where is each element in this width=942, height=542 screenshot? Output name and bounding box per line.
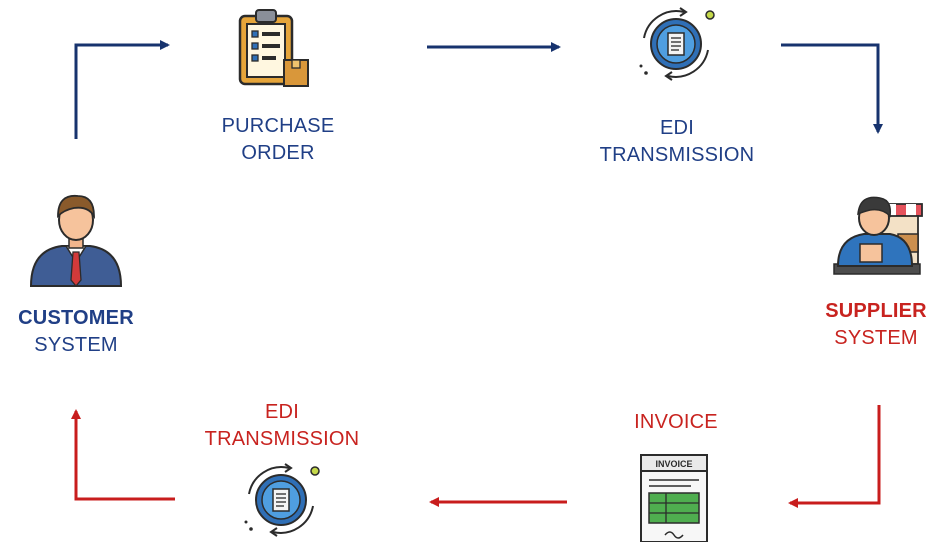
arrow-edi-to-customer — [71, 409, 175, 501]
clipboard-checklist-icon — [238, 9, 309, 87]
purchase-order-label: PURCHASE ORDER — [197, 113, 359, 167]
document-exchange-icon — [244, 463, 320, 537]
purchase-order-line2: ORDER — [241, 142, 315, 164]
edi-top-line2: TRANSMISSION — [599, 144, 755, 166]
arrow-supplier-to-invoice — [788, 405, 881, 508]
invoice-document-icon: INVOICE — [640, 454, 708, 542]
invoice-label-text: INVOICE — [634, 411, 718, 433]
invoice-label: INVOICE — [598, 409, 754, 436]
edi-bottom-label: EDI TRANSMISSION — [180, 399, 384, 453]
purchase-order-line1: PURCHASE — [221, 115, 335, 137]
customer-line2: SYSTEM — [34, 334, 118, 356]
supplier-line2: SYSTEM — [834, 327, 918, 349]
customer-line1: CUSTOMER — [18, 307, 134, 329]
businessman-icon — [29, 194, 123, 288]
shop-seller-icon — [833, 196, 923, 275]
invoice-doc-header: INVOICE — [655, 459, 692, 469]
edi-top-label: EDI TRANSMISSION — [575, 115, 779, 169]
edi-bottom-line2: TRANSMISSION — [204, 428, 360, 450]
document-exchange-icon — [639, 7, 715, 81]
supplier-system-label: SUPPLIER SYSTEM — [810, 298, 942, 352]
customer-system-label: CUSTOMER SYSTEM — [0, 305, 152, 359]
supplier-line1: SUPPLIER — [825, 300, 927, 322]
edi-top-line1: EDI — [660, 117, 694, 139]
arrow-customer-to-po — [74, 40, 170, 139]
arrow-edi-to-supplier — [781, 43, 883, 134]
edi-bottom-line1: EDI — [265, 401, 299, 423]
